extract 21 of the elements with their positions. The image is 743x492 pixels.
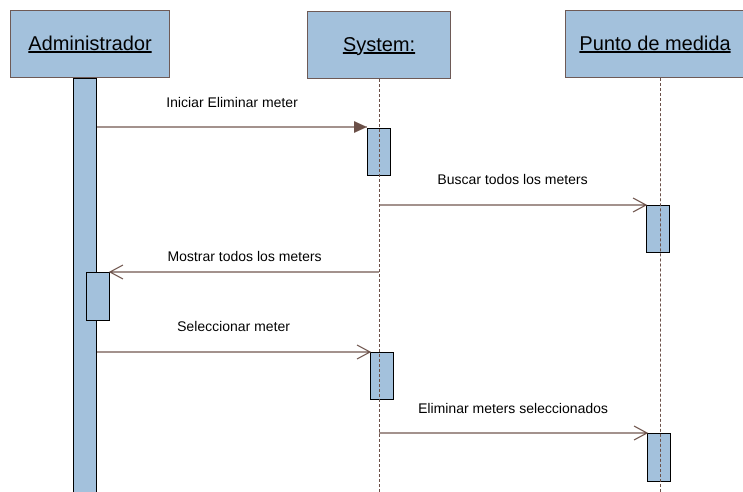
message-label: Seleccionar meter bbox=[175, 318, 292, 334]
activation-bar bbox=[367, 128, 391, 176]
participant-name: Punto de medida bbox=[579, 32, 731, 56]
message-arrow bbox=[109, 264, 379, 280]
activation-bar bbox=[73, 78, 97, 492]
activation-bar bbox=[646, 205, 670, 253]
participant-box bbox=[307, 11, 451, 79]
message-arrow bbox=[379, 197, 647, 213]
participant-box bbox=[565, 10, 743, 78]
participant-name: Administrador bbox=[28, 32, 152, 56]
participant-box bbox=[10, 10, 170, 78]
participant-name: System: bbox=[342, 34, 416, 56]
lifeline bbox=[660, 78, 661, 492]
message-arrow bbox=[97, 344, 371, 360]
lifeline bbox=[379, 79, 380, 492]
message-arrow bbox=[97, 121, 367, 133]
message-label: Eliminar meters seleccionados bbox=[416, 400, 610, 416]
activation-bar bbox=[86, 272, 110, 321]
activation-bar bbox=[370, 352, 394, 400]
message-arrow bbox=[379, 425, 648, 441]
activation-bar bbox=[647, 433, 671, 482]
